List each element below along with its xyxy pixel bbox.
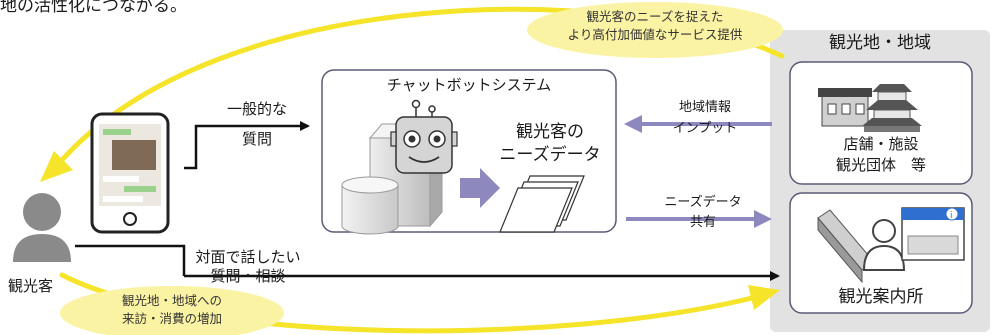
chatbot-system-title: チャットボットシステム [386, 76, 552, 94]
smartphone-icon [90, 112, 170, 234]
regional-info-arrow [624, 115, 772, 133]
bubble-bottom-line2: 来訪・消費の増加 [121, 311, 222, 326]
needs-data-line1: 観光客の [516, 122, 584, 142]
bubble-bottom [60, 286, 284, 335]
face-question-line [75, 244, 186, 276]
general-question-arrow [184, 121, 310, 170]
shops-line1: 店舗・施設 [843, 135, 919, 153]
face-question-line2: 質問・相談 [210, 267, 286, 285]
needs-data-sheets-icon [499, 175, 585, 233]
regional-info-line1: 地域情報 [678, 100, 731, 115]
region-title: 観光地・地域 [829, 33, 931, 53]
bubble-top-line1: 観光客のニーズを捉えた [586, 9, 724, 24]
person-icon [13, 193, 71, 262]
regional-info-line2: インプット [672, 121, 738, 136]
bubble-top-line2: より高付加価値なサービス提供 [567, 27, 743, 42]
bubble-top [527, 2, 783, 58]
processing-arrow-icon [460, 168, 500, 208]
svg-text:i: i [950, 211, 953, 221]
header-partial-text: 地の活性化につながる。 [0, 0, 187, 16]
tourist-label: 観光客 [8, 277, 54, 295]
general-question-line1: 一般的な [226, 100, 287, 118]
needs-data-line2: ニーズデータ [499, 145, 601, 165]
info-center-icon: i [817, 207, 965, 284]
yellow-arrowhead-top [40, 151, 73, 182]
bubble-bottom-line1: 観光地・地域への [121, 293, 222, 308]
shops-castle-icon [818, 84, 922, 132]
needs-share-line2: 共有 [689, 215, 716, 230]
needs-share-arrow [626, 210, 772, 228]
shops-line2: 観光団体 等 [835, 156, 926, 174]
yellow-arrowhead-bottom [748, 285, 780, 310]
database-icon [341, 176, 399, 235]
general-question-line2: 質問 [241, 130, 272, 148]
face-question-line1: 対面で話したい [195, 248, 301, 266]
info-center-label: 観光案内所 [838, 287, 924, 307]
robot-icon [390, 99, 458, 174]
needs-share-line1: ニーズデータ [664, 195, 742, 210]
